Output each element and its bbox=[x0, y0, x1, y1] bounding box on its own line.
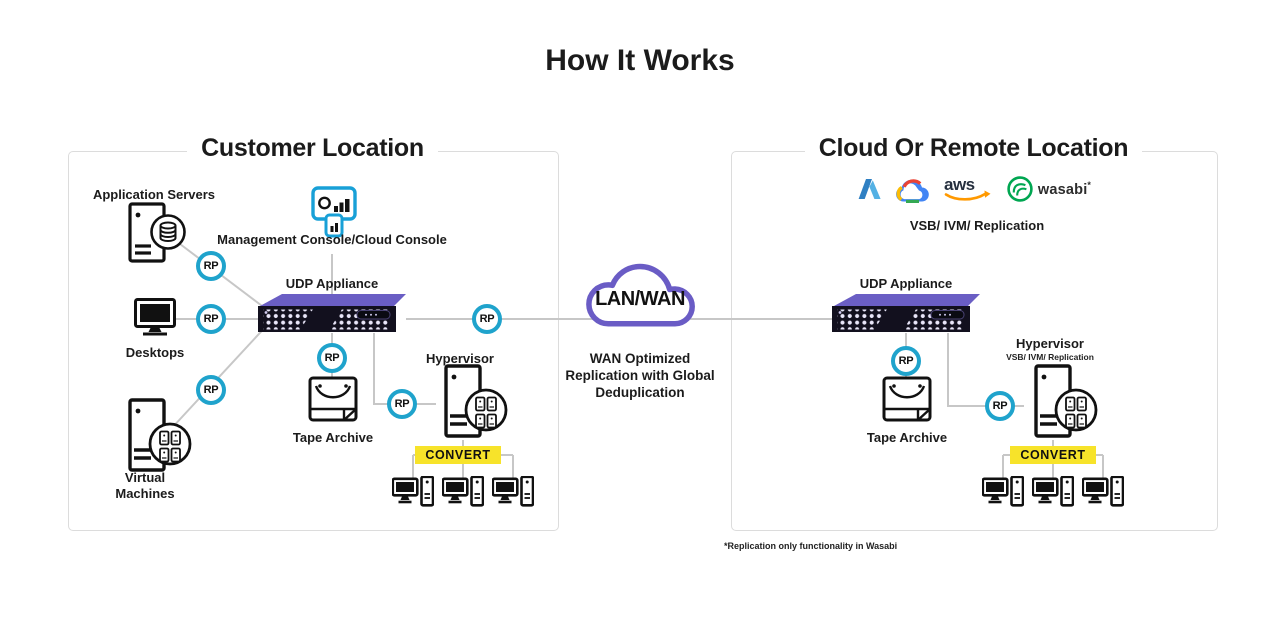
udp-appliance-label-right: UDP Appliance bbox=[859, 276, 953, 291]
cloud-location-title: Cloud Or Remote Location bbox=[731, 133, 1216, 163]
udp-appliance-icon-left bbox=[258, 293, 408, 333]
desktops-label: Desktops bbox=[125, 345, 185, 360]
cloud-providers-row: wasabi* bbox=[731, 172, 1216, 206]
restored-computer-icon bbox=[1032, 476, 1074, 508]
google-cloud-logo-icon bbox=[895, 176, 929, 203]
rp-badge: RP bbox=[472, 304, 502, 334]
rp-badge: RP bbox=[891, 346, 921, 376]
rp-badge: RP bbox=[196, 251, 226, 281]
wan-replication-caption: WAN Optimized Replication with Global De… bbox=[565, 351, 715, 400]
rp-badge: RP bbox=[317, 343, 347, 373]
virtual-machines-label: Virtual Machines bbox=[115, 470, 175, 502]
rp-badge: RP bbox=[985, 391, 1015, 421]
restored-computer-icon bbox=[442, 476, 484, 508]
customer-location-title: Customer Location bbox=[68, 133, 557, 163]
udp-appliance-label-left: UDP Appliance bbox=[285, 276, 379, 291]
restored-computer-icon bbox=[392, 476, 434, 508]
wire-vms-appliance bbox=[169, 321, 271, 431]
restored-computer-icon bbox=[1082, 476, 1124, 508]
restored-computer-icon bbox=[982, 476, 1024, 508]
customer-location-title-text: Customer Location bbox=[187, 133, 438, 163]
restored-computer-icon bbox=[492, 476, 534, 508]
wasabi-footnote: *Replication only functionality in Wasab… bbox=[724, 541, 898, 551]
tape-archive-icon-left bbox=[308, 376, 358, 424]
wire-appservers-appliance bbox=[179, 243, 271, 313]
wasabi-footnote-mark: * bbox=[1087, 180, 1092, 191]
desktops-icon bbox=[134, 298, 176, 336]
hypervisor-label-right: Hypervisor bbox=[1016, 336, 1084, 351]
convert-badge-right: CONVERT bbox=[1010, 446, 1096, 464]
tape-archive-label-right: Tape Archive bbox=[866, 430, 948, 445]
wasabi-logo-icon bbox=[1007, 176, 1033, 202]
application-servers-label: Application Servers bbox=[92, 187, 216, 202]
lan-wan-label: LAN/WAN bbox=[595, 288, 685, 310]
udp-appliance-icon-right bbox=[832, 293, 982, 333]
rp-badge: RP bbox=[387, 389, 417, 419]
hypervisor-label-left: Hypervisor bbox=[426, 351, 494, 366]
rp-badge: RP bbox=[196, 375, 226, 405]
hypervisor-icon-right bbox=[1024, 364, 1100, 444]
management-console-label: Management Console/Cloud Console bbox=[217, 232, 447, 247]
virtual-machines-icon bbox=[118, 398, 194, 478]
azure-logo-icon bbox=[856, 177, 882, 201]
management-console-icon bbox=[311, 186, 357, 238]
tape-archive-label-left: Tape Archive bbox=[292, 430, 374, 445]
wasabi-logo-text: wasabi* bbox=[1038, 180, 1091, 198]
convert-badge-left: CONVERT bbox=[415, 446, 501, 464]
hypervisor-icon-left bbox=[434, 364, 510, 444]
services-label: VSB/ IVM/ Replication bbox=[909, 218, 1045, 233]
application-server-icon bbox=[120, 202, 190, 266]
wasabi-logo: wasabi* bbox=[1007, 176, 1091, 202]
tape-archive-icon-right bbox=[882, 376, 932, 424]
page-title: How It Works bbox=[545, 44, 735, 77]
wasabi-word: wasabi bbox=[1037, 181, 1088, 198]
cloud-location-title-text: Cloud Or Remote Location bbox=[804, 133, 1143, 163]
aws-logo-icon bbox=[942, 174, 994, 204]
hypervisor-sublabel-right: VSB/ IVM/ Replication bbox=[1006, 352, 1094, 362]
rp-badge: RP bbox=[196, 304, 226, 334]
